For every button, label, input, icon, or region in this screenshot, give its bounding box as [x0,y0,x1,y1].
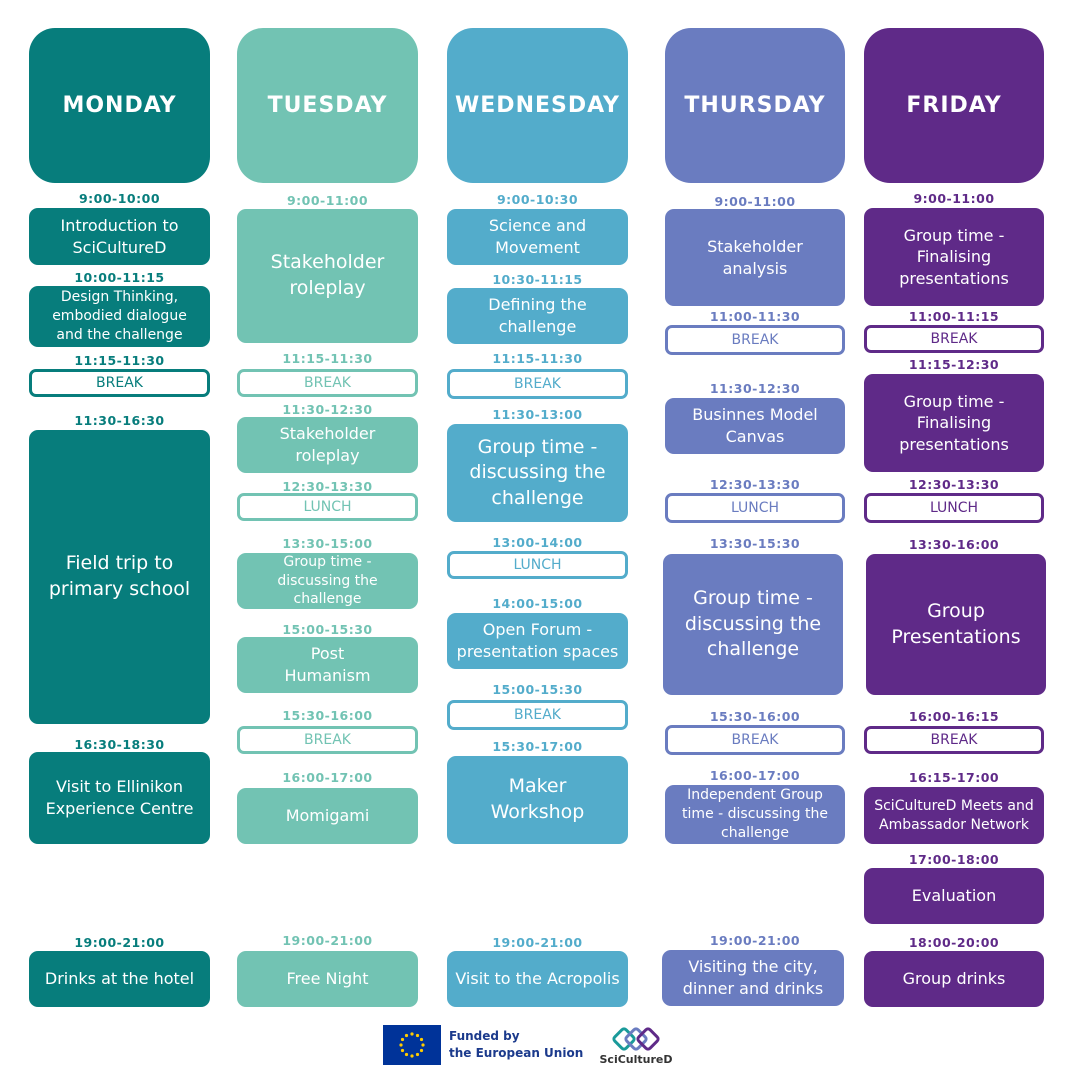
session-block: Stakeholder roleplay [237,417,418,473]
session-block: Defining the challenge [447,288,628,344]
time-label: 13:00-14:00 [492,535,583,550]
break-block: BREAK [29,369,210,397]
time-label: 16:15-17:00 [908,770,1000,785]
break-block: BREAK [237,369,418,397]
break-block: BREAK [447,369,628,399]
sciculture-logo-icon [612,1026,660,1052]
session-block: Maker Workshop [447,756,628,844]
session-block: Businnes Model Canvas [665,398,845,454]
sciculture-brand-text: SciCultureD [599,1053,673,1066]
session-block: Science and Movement [447,209,628,265]
time-label: 10:30-11:15 [492,272,583,287]
session-block: Visit to the Acropolis [447,951,628,1007]
day-header-thursday: THURSDAY [665,28,845,183]
session-block: Group time - discussing the challenge [447,424,628,522]
time-label: 12:30-13:30 [709,477,801,492]
time-label: 12:30-13:30 [282,479,373,494]
session-block: Group time - Finalising presentations [864,374,1044,472]
time-label: 13:30-16:00 [908,537,1000,552]
time-label: 11:15-11:30 [74,353,165,368]
eu-flag-icon [383,1025,441,1065]
time-label: 19:00-21:00 [282,933,373,948]
session-block: Evaluation [864,868,1044,924]
session-block: Drinks at the hotel [29,951,210,1007]
session-block: Stakeholder analysis [665,209,845,306]
time-label: 12:30-13:30 [908,477,1000,492]
session-block: Group time - discussing the challenge [237,553,418,609]
time-label: 16:00-16:15 [908,709,1000,724]
session-block: Design Thinking, embodied dialogue and t… [29,286,210,347]
time-label: 16:00-17:00 [709,768,801,783]
time-label: 11:30-12:30 [282,402,373,417]
time-label: 11:00-11:30 [709,309,801,324]
session-block: Momigami [237,788,418,844]
time-label: 11:00-11:15 [908,309,1000,324]
day-header-wednesday: WEDNESDAY [447,28,628,183]
break-block: BREAK [237,726,418,754]
break-block: BREAK [864,325,1044,353]
time-label: 15:30-16:00 [282,708,373,723]
session-block: Post Humanism [237,637,418,693]
session-block: SciCultureD Meets and Ambassador Network [864,787,1044,844]
session-block: Field trip to primary school [29,430,210,724]
session-block: Group Presentations [866,554,1046,695]
time-label: 19:00-21:00 [492,935,583,950]
time-label: 9:00-11:00 [913,191,995,206]
time-label: 13:30-15:30 [709,536,801,551]
day-header-tuesday: TUESDAY [237,28,418,183]
time-label: 9:00-11:00 [286,193,369,208]
break-block: BREAK [665,325,845,355]
time-label: 9:00-10:00 [78,191,161,206]
break-block: BREAK [447,700,628,730]
lunch-block: LUNCH [665,493,845,523]
session-block: Free Night [237,951,418,1007]
session-block: Open Forum - presentation spaces [447,613,628,669]
session-block: Stakeholder roleplay [237,209,418,343]
time-label: 15:00-15:30 [492,682,583,697]
lunch-block: LUNCH [864,493,1044,523]
session-block: Independent Group time - discussing the … [665,785,845,844]
session-block: Group time - Finalising presentations [864,208,1044,306]
session-block: Visiting the city, dinner and drinks [662,950,844,1006]
day-header-friday: FRIDAY [864,28,1044,183]
lunch-block: LUNCH [447,551,628,579]
funded-by-eu-text: Funded by the European Union [449,1029,584,1060]
time-label: 19:00-21:00 [74,935,165,950]
lunch-block: LUNCH [237,493,418,521]
time-label: 9:00-10:30 [496,192,579,207]
time-label: 11:15-12:30 [908,357,1000,372]
time-label: 11:30-12:30 [709,381,801,396]
time-label: 19:00-21:00 [709,933,801,948]
time-label: 11:30-16:30 [74,413,165,428]
time-label: 18:00-20:00 [908,935,1000,950]
time-label: 11:15-11:30 [282,351,373,366]
time-label: 16:30-18:30 [74,737,165,752]
time-label: 15:30-17:00 [492,739,583,754]
session-block: Visit to Ellinikon Experience Centre [29,752,210,844]
break-block: BREAK [864,726,1044,754]
time-label: 15:30-16:00 [709,709,801,724]
time-label: 11:30-13:00 [492,407,583,422]
break-block: BREAK [665,725,845,755]
time-label: 9:00-11:00 [714,194,796,209]
time-label: 16:00-17:00 [282,770,373,785]
time-label: 11:15-11:30 [492,351,583,366]
time-label: 14:00-15:00 [492,596,583,611]
session-block: Group drinks [864,951,1044,1007]
time-label: 15:00-15:30 [282,622,373,637]
time-label: 10:00-11:15 [74,270,165,285]
session-block: Introduction to SciCultureD [29,208,210,265]
day-header-monday: MONDAY [29,28,210,183]
time-label: 13:30-15:00 [282,536,373,551]
time-label: 17:00-18:00 [908,852,1000,867]
session-block: Group time - discussing the challenge [663,554,843,695]
